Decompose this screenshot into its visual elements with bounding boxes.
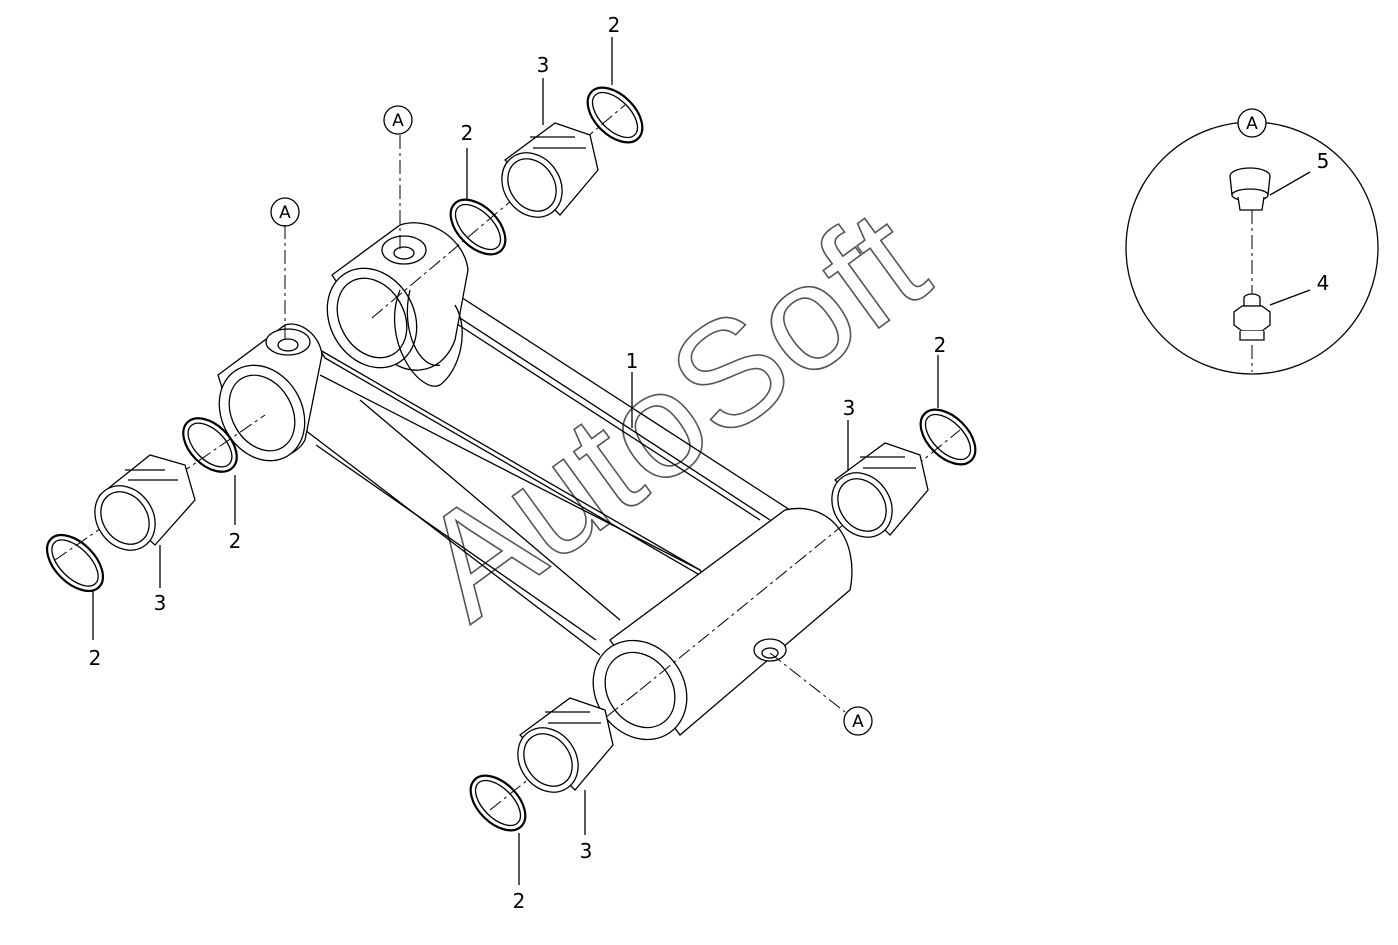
label-part-3: 3	[580, 839, 593, 863]
label-part-2: 2	[934, 333, 947, 357]
callout-a: A	[270, 197, 300, 227]
svg-text:A: A	[279, 203, 291, 223]
seal-rings	[46, 86, 977, 832]
label-part-3: 3	[154, 591, 167, 615]
label-part-2: 2	[513, 889, 526, 913]
bushing-right	[831, 442, 929, 538]
label-part-2: 2	[89, 646, 102, 670]
label-part-3: 3	[537, 53, 550, 77]
detail-view-a: A 5 4	[1125, 108, 1379, 375]
bushing-top	[501, 122, 599, 218]
label-part-5: 5	[1317, 149, 1330, 173]
label-part-1: 1	[626, 349, 639, 373]
grease-fitting-part	[1233, 293, 1271, 341]
svg-text:A: A	[852, 712, 864, 732]
label-part-2: 2	[608, 13, 621, 37]
cap-part	[1229, 167, 1271, 211]
bushing-bottom	[517, 697, 614, 793]
detail-callout-label: A	[1246, 114, 1258, 134]
svg-text:A: A	[392, 111, 404, 131]
label-part-3: 3	[843, 396, 856, 420]
label-part-2: 2	[229, 529, 242, 553]
label-part-4: 4	[1317, 271, 1330, 295]
label-part-2: 2	[461, 121, 474, 145]
callout-a: A	[383, 105, 413, 135]
watermark: AutoSoft	[390, 177, 954, 651]
bushing-left	[94, 454, 196, 551]
callout-a: A	[843, 706, 873, 736]
leader-lines	[92, 37, 1311, 885]
